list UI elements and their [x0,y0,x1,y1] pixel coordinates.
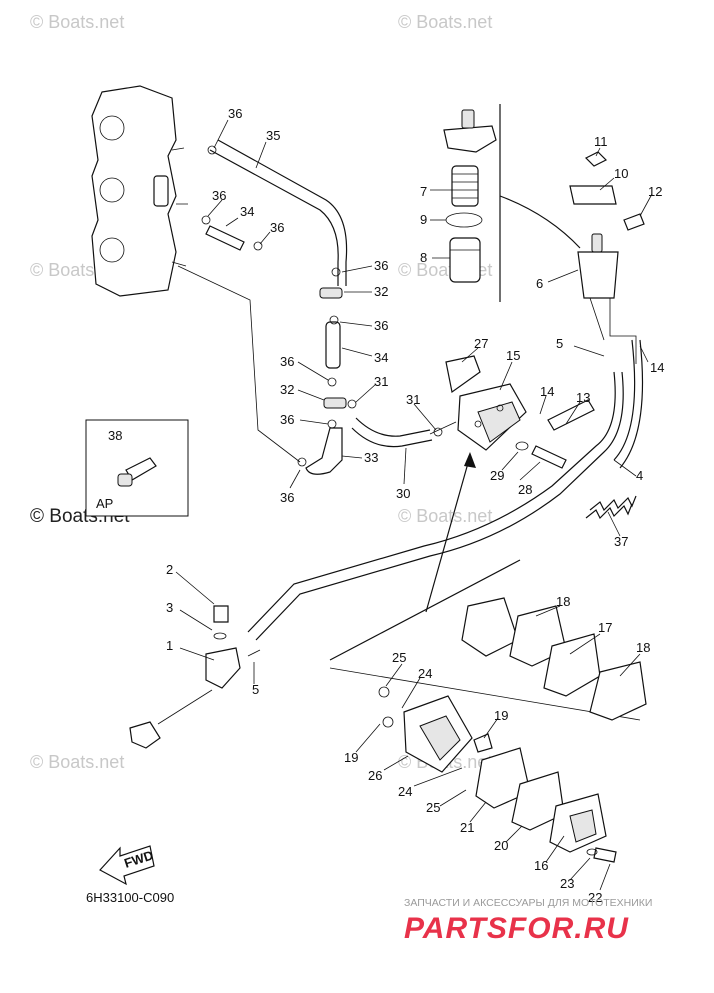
callout-9: 9 [420,212,427,227]
callout-25: 25 [426,800,440,815]
callout-28: 28 [518,482,532,497]
leader-lines [175,119,653,891]
callout-20: 20 [494,838,508,853]
callout-32: 32 [374,284,388,299]
kit-arrow [329,452,641,721]
watermark: © Boats.net [398,12,492,32]
carburetor-block [91,85,188,297]
footer-caption: ЗАПЧАСТИ И АКСЕССУАРЫ ДЛЯ МОТОТЕХНИКИ [404,897,652,909]
callout-34: 34 [240,204,254,219]
callout-3: 3 [166,600,173,615]
callout-11: 11 [594,134,608,149]
footer-logo: PARTSFOR.RU [404,912,629,945]
callout-24: 24 [418,666,432,681]
callout-36: 36 [212,188,226,203]
callout-5: 5 [252,682,259,697]
callout-36: 36 [374,258,388,273]
callout-33: 33 [364,450,378,465]
callout-1: 1 [166,638,173,653]
inset-38: AP [85,419,189,517]
callout-14: 14 [650,360,664,375]
callout-21: 21 [460,820,474,835]
callout-6: 6 [536,276,543,291]
callout-34: 34 [374,350,388,365]
watermark: © Boats.net [398,506,492,526]
callout-10: 10 [614,166,628,181]
callout-19: 19 [344,750,358,765]
callout-36: 36 [280,412,294,427]
callout-26: 26 [368,768,382,783]
fuel-hose-4 [247,339,644,641]
callout-32: 32 [280,382,294,397]
callout-8: 8 [420,250,427,265]
callout-7: 7 [420,184,427,199]
callout-24: 24 [398,784,412,799]
connector-1 [129,605,261,749]
fuel-pump-15 [429,355,595,469]
callout-35: 35 [266,128,280,143]
footer-branding: ЗАПЧАСТИ И АКСЕССУАРЫ ДЛЯ МОТОТЕХНИКИ PA… [404,897,652,945]
watermark: © Boats.net [30,752,124,772]
callout-14: 14 [540,384,554,399]
watermark: © Boats.net [30,12,124,32]
callout-29: 29 [490,468,504,483]
callout-36: 36 [228,106,242,121]
callout-13: 13 [576,390,590,405]
callout-37: 37 [614,534,628,549]
callout-36: 36 [280,354,294,369]
callout-17: 17 [598,620,612,635]
callout-18: 18 [556,594,570,609]
callout-23: 23 [560,876,574,891]
callout-4: 4 [636,468,643,483]
repair-kit [378,597,647,863]
callout-36: 36 [374,318,388,333]
callout-2: 2 [166,562,173,577]
callout-31: 31 [374,374,388,389]
callout-18: 18 [636,640,650,655]
fwd-arrow: FWD [99,845,155,886]
diagram-code: 6H33100-C090 [86,890,174,905]
callout-25: 25 [392,650,406,665]
callout-22: 22 [588,890,602,905]
fuel-hoses [177,139,443,475]
callout-15: 15 [506,348,520,363]
callout-30: 30 [396,486,410,501]
callout-38: 38 [108,428,122,443]
callout-5: 5 [556,336,563,351]
callout-31: 31 [406,392,420,407]
callout-36: 36 [270,220,284,235]
callouts: 36 35 36 34 36 36 32 36 34 36 32 31 36 3… [108,106,664,905]
fuel-filter-6 [569,151,645,364]
callout-12: 12 [648,184,662,199]
callout-19: 19 [494,708,508,723]
inset-label: AP [96,496,113,511]
callout-36: 36 [280,490,294,505]
callout-16: 16 [534,858,548,873]
fuel-filter-exploded [443,104,581,302]
callout-27: 27 [474,336,488,351]
